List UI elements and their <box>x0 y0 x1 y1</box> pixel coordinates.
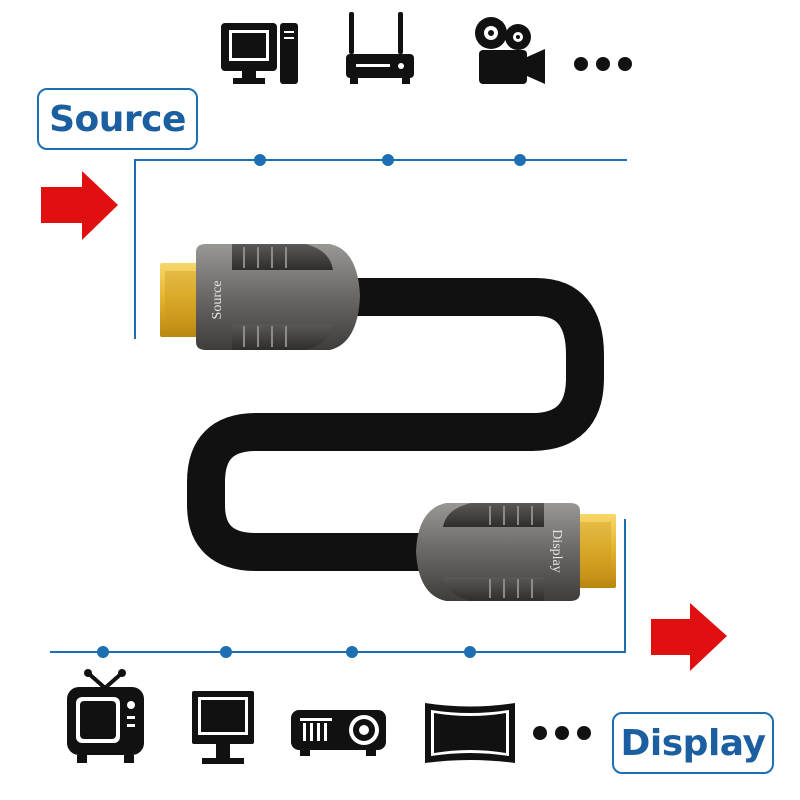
source-line-nodes <box>254 154 526 166</box>
monitor-icon <box>192 691 254 764</box>
display-connector-text: Display <box>549 529 564 573</box>
more-icon <box>533 726 591 740</box>
video-camera-icon <box>475 17 545 84</box>
projector-icon <box>291 710 386 756</box>
tv-icon <box>67 669 144 763</box>
router-icon <box>346 12 414 84</box>
cable <box>187 278 604 571</box>
display-connector: Display <box>416 503 616 601</box>
display-line-nodes <box>97 646 476 658</box>
display-label-text: Display <box>620 722 766 764</box>
output-arrow <box>651 603 727 671</box>
source-label: Source <box>37 88 198 150</box>
more-icon <box>574 57 632 71</box>
source-label-text: Source <box>49 98 186 140</box>
computer-icon <box>221 23 298 84</box>
source-connector: Source <box>160 244 360 350</box>
display-label: Display <box>612 712 774 774</box>
source-connector-text: Source <box>210 281 225 320</box>
input-arrow <box>41 171 118 240</box>
curved-screen-icon <box>425 703 515 763</box>
source-signal-line <box>134 159 627 339</box>
display-signal-line <box>50 519 626 653</box>
